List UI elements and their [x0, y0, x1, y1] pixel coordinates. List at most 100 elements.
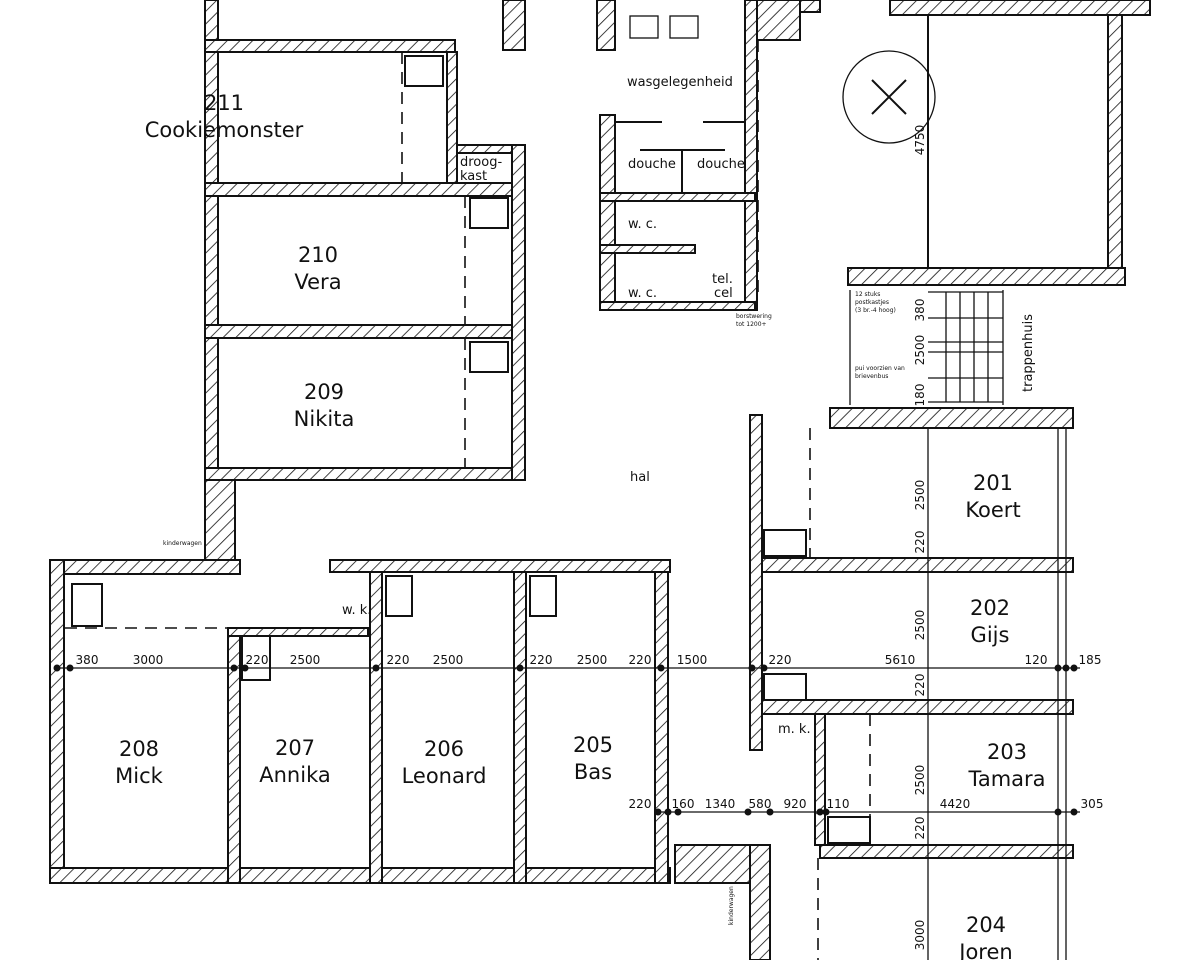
room-name: Tamara: [967, 767, 1045, 791]
label-borstwering: borstwering: [736, 313, 772, 320]
room-number: 208: [119, 737, 159, 761]
dimension-label: 220: [913, 531, 927, 554]
dimension-label: 110: [827, 797, 850, 811]
dimension-label: 220: [530, 653, 553, 667]
dimension-tick: [241, 664, 249, 672]
room-name: Vera: [294, 270, 341, 294]
dimension-label: 185: [1079, 653, 1102, 667]
label-wasgelegenheid: wasgelegenheid: [627, 75, 733, 90]
dimension-label: 4750: [913, 125, 927, 156]
room-number: 201: [973, 471, 1013, 495]
dimension-label: 220: [913, 817, 927, 840]
dimension-label: 2500: [577, 653, 608, 667]
label-borstwering: tot 1200+: [736, 321, 767, 328]
dimension-label: 380: [913, 299, 927, 322]
dimension-labels: 380 3000 220 2500 220 2500 220 2500 220 1500 220 56…: [76, 125, 1104, 951]
dimension-label: 2500: [913, 335, 927, 366]
dimension-tick: [66, 664, 74, 672]
label-douche: douche: [628, 157, 676, 172]
dimension-label: 5610: [885, 653, 916, 667]
dimension-label: 380: [76, 653, 99, 667]
label-kast: kast: [460, 169, 487, 184]
dimension-label: 180: [913, 384, 927, 407]
label-kinderwagen: kinderwagen: [728, 886, 735, 925]
room-name: Bas: [574, 760, 612, 784]
dimension-tick: [748, 664, 756, 672]
room-number: 205: [573, 733, 613, 757]
room-number: 203: [987, 740, 1027, 764]
dimension-tick: [1070, 664, 1078, 672]
dimension-tick: [230, 664, 238, 672]
dimension-tick: [1062, 664, 1070, 672]
room-number: 204: [966, 913, 1006, 937]
dimension-tick: [766, 808, 774, 816]
label-pui: pui voorzien van: [855, 365, 905, 372]
dimension-tick: [816, 808, 824, 816]
label-wc: w. c.: [628, 286, 657, 301]
label-tel: tel.: [712, 272, 733, 287]
dimension-label: 1500: [677, 653, 708, 667]
dimension-tick: [664, 808, 672, 816]
dimension-tick: [674, 808, 682, 816]
room-number: 210: [298, 243, 338, 267]
room-number: 207: [275, 736, 315, 760]
label-postkast: 12 stuks: [855, 291, 880, 298]
room-name: Gijs: [971, 623, 1010, 647]
dimension-tick: [1054, 808, 1062, 816]
room-name: Koert: [965, 498, 1020, 522]
dimension-tick: [744, 808, 752, 816]
dimension-tick: [822, 808, 830, 816]
room-name: Mick: [115, 764, 163, 788]
dimension-tick: [1070, 808, 1078, 816]
label-postkast: (3 br.-4 hoog): [855, 307, 896, 314]
dimension-label: 3000: [913, 920, 927, 951]
thin-lines: [53, 15, 1080, 960]
dimension-label: 160: [672, 797, 695, 811]
label-hal: hal: [630, 470, 650, 485]
label-pui: brievenbus: [855, 373, 888, 380]
room-name: Cookiemonster: [145, 118, 304, 142]
dimension-label: 3000: [133, 653, 164, 667]
label-postkast: postkastjes: [855, 299, 889, 306]
room-name: Annika: [259, 763, 330, 787]
room-name: Nikita: [294, 407, 355, 431]
room-number: 206: [424, 737, 464, 761]
dimension-label: 120: [1025, 653, 1048, 667]
label-mk: m. k.: [778, 722, 811, 737]
dimension-label: 305: [1081, 797, 1104, 811]
room-number: 202: [970, 596, 1010, 620]
room-number: 211: [204, 91, 244, 115]
dimension-label: 580: [749, 797, 772, 811]
label-kinderwagen: kinderwagen: [163, 540, 202, 547]
dimension-label: 2500: [913, 610, 927, 641]
dimension-tick: [760, 664, 768, 672]
dimension-tick: [1054, 664, 1062, 672]
room-number: 209: [304, 380, 344, 404]
label-douche: douche: [697, 157, 745, 172]
dimension-label: 920: [784, 797, 807, 811]
dimension-label: 220: [629, 653, 652, 667]
dimension-label: 2500: [433, 653, 464, 667]
walls: [49, 0, 1151, 960]
dimension-tick: [654, 808, 662, 816]
label-trappenhuis: trappenhuis: [1021, 314, 1036, 392]
label-droog: droog-: [460, 155, 502, 170]
label-wk: w. k.: [342, 603, 371, 618]
dimension-label: 220: [769, 653, 792, 667]
dimension-tick: [516, 664, 524, 672]
dimension-label: 2500: [913, 765, 927, 796]
dimension-label: 4420: [940, 797, 971, 811]
annotations: wasgelegenheid douche douche w. c. w. c.…: [163, 75, 1036, 925]
label-cel: cel: [714, 286, 733, 301]
label-wc: w. c.: [628, 217, 657, 232]
dimension-tick: [372, 664, 380, 672]
dimension-label: 2500: [913, 480, 927, 511]
dimension-label: 220: [629, 797, 652, 811]
room-name: Joren: [957, 940, 1012, 960]
dimension-label: 220: [913, 674, 927, 697]
dimension-tick: [657, 664, 665, 672]
room-name: Leonard: [402, 764, 487, 788]
dimension-label: 220: [387, 653, 410, 667]
dimension-label: 2500: [290, 653, 321, 667]
